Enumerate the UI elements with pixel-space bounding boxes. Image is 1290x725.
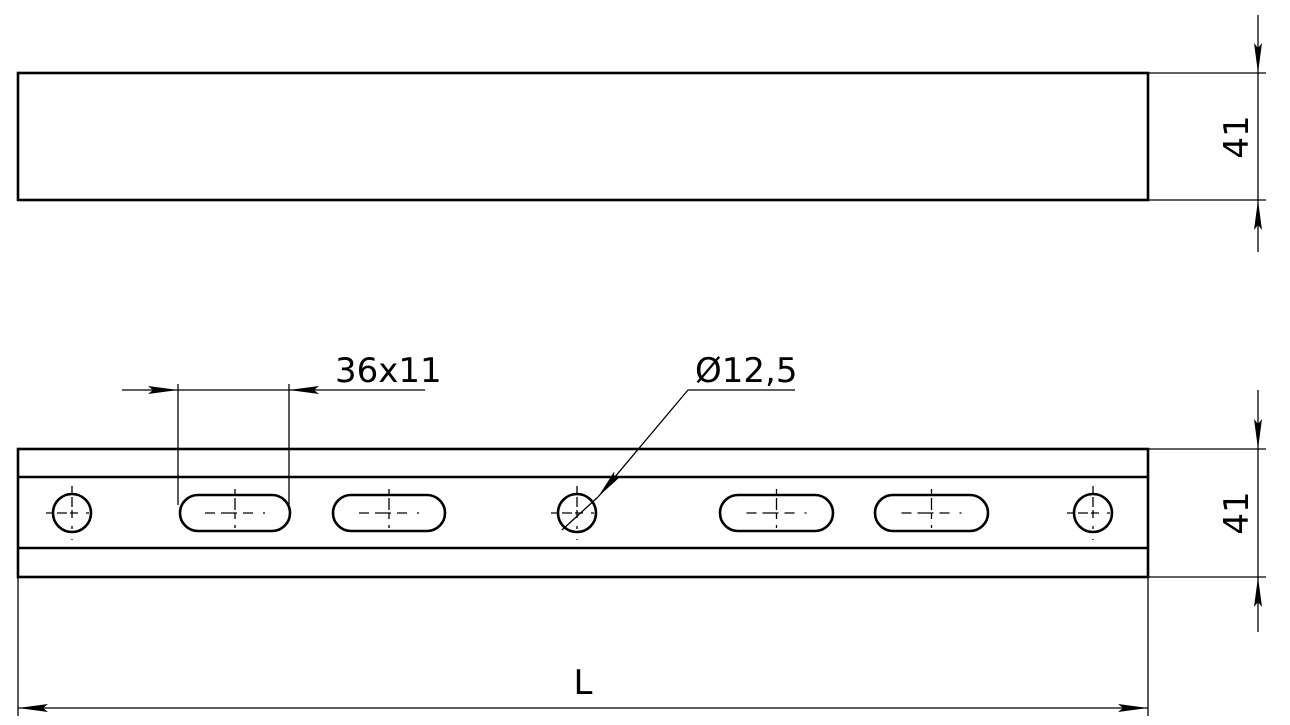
height-dimension-label: 41 bbox=[1217, 115, 1257, 158]
top-view: 36x11 Ø12,5 41 L bbox=[16, 351, 1266, 716]
height-dimension-label: 41 bbox=[1217, 491, 1257, 534]
leader-line bbox=[561, 496, 599, 531]
leader-arrow bbox=[597, 389, 689, 498]
side-view: 41 bbox=[16, 15, 1266, 252]
hole-dimension-label: Ø12,5 bbox=[695, 351, 797, 391]
slot-dimension-label: 36x11 bbox=[335, 351, 442, 391]
top-view-outline bbox=[16, 447, 1150, 579]
length-dimension-label: L bbox=[574, 663, 593, 703]
side-view-outline bbox=[16, 71, 1150, 202]
